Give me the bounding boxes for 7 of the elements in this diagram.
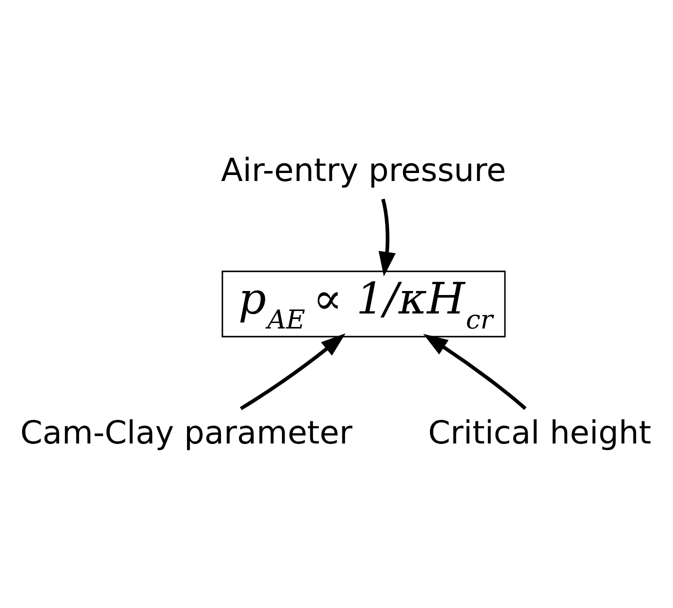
arrow — [378, 198, 396, 276]
arrow — [423, 334, 527, 410]
node-text: Critical height — [428, 413, 652, 452]
node-box: p$_{AE}$ ∝ 1/κH$_{cr}$ — [222, 270, 506, 338]
node-text: Cam-Clay parameter — [20, 413, 352, 452]
node-text: Air-entry pressure — [220, 150, 506, 189]
arrow — [240, 333, 346, 410]
